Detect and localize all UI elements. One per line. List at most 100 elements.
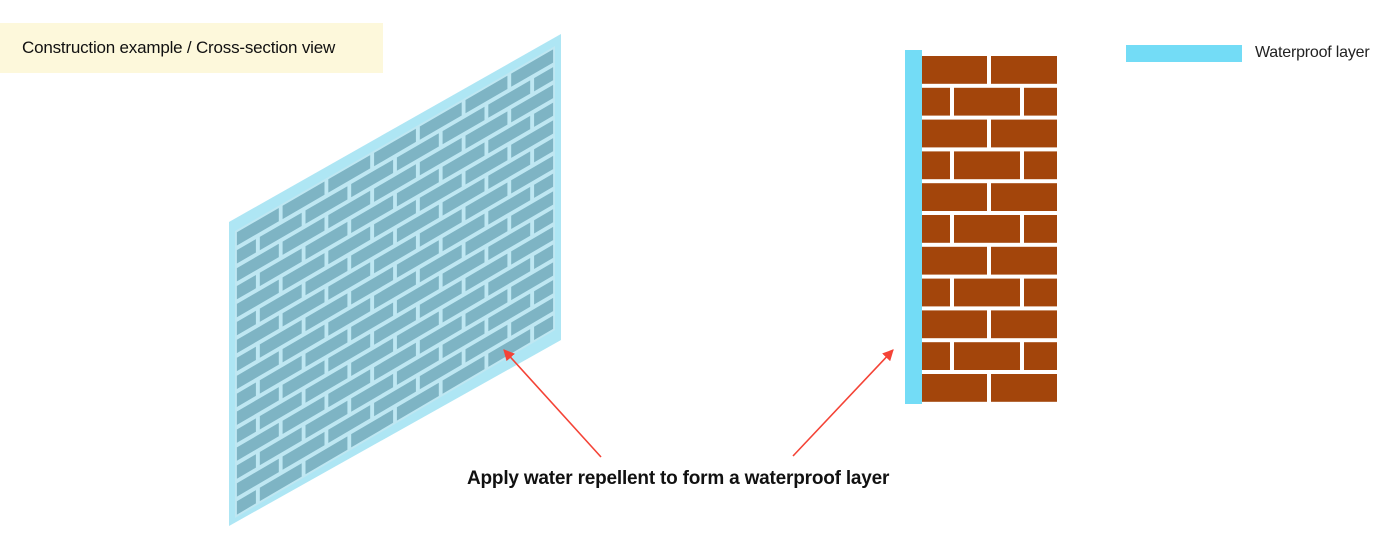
section-brick xyxy=(922,342,950,370)
section-brick xyxy=(954,215,1020,243)
section-brick xyxy=(1024,151,1057,180)
wall-brick xyxy=(511,262,554,301)
wall-brick-pattern xyxy=(236,49,554,515)
wall-brick xyxy=(396,275,439,314)
wall-brick xyxy=(259,212,302,251)
wall-brick xyxy=(511,297,554,336)
wall-brick xyxy=(282,431,325,470)
section-brick xyxy=(922,310,987,339)
wall-brick xyxy=(396,240,439,278)
wall-brick xyxy=(351,231,394,269)
wall-brick xyxy=(328,369,371,408)
wall-brick xyxy=(305,436,348,475)
wall-brick xyxy=(465,111,508,149)
wall-brick xyxy=(396,382,439,421)
wall-brick xyxy=(534,315,554,340)
wall-brick xyxy=(236,275,256,300)
wall-brick xyxy=(236,422,279,461)
wall-brick xyxy=(419,280,462,318)
section-brick xyxy=(991,374,1057,402)
wall-brick xyxy=(351,159,394,198)
wall-brick xyxy=(259,391,302,430)
section-brick xyxy=(991,310,1057,339)
wall-brick xyxy=(374,200,416,238)
section-brick xyxy=(922,183,987,211)
wall-brick xyxy=(534,280,554,305)
waterproof-layer-strip xyxy=(905,50,922,404)
wall-brick xyxy=(488,329,531,367)
section-brick xyxy=(954,87,1020,116)
wall-brick xyxy=(396,133,439,171)
wall-brick xyxy=(534,209,554,234)
wall-brick xyxy=(328,226,371,265)
wall-brick xyxy=(511,84,554,123)
section-brick xyxy=(922,374,987,402)
wall-brick xyxy=(419,315,462,354)
wall-brick xyxy=(465,253,508,292)
wall-brick xyxy=(419,137,462,176)
section-brick xyxy=(922,246,987,275)
wall-brick xyxy=(419,209,462,247)
wall-brick xyxy=(236,418,256,443)
wall-brick xyxy=(488,293,531,332)
wall-brick xyxy=(236,346,256,372)
wall-brick xyxy=(328,190,371,229)
wall-brick xyxy=(488,80,531,118)
wall-brick xyxy=(374,164,416,202)
wall-brick xyxy=(236,239,256,264)
legend-swatch xyxy=(1126,44,1242,62)
wall-brick xyxy=(511,226,554,265)
wall-brick xyxy=(442,213,485,252)
wall-brick xyxy=(328,298,371,336)
wall-brick xyxy=(465,75,508,114)
wall-brick xyxy=(282,217,325,255)
wall-brick xyxy=(465,146,508,185)
wall-brick xyxy=(534,138,554,163)
wall-brick xyxy=(374,128,416,167)
wall-brick xyxy=(374,271,416,309)
section-brick xyxy=(922,56,987,84)
legend: Waterproof layer xyxy=(1126,42,1370,64)
wall-brick xyxy=(236,387,279,425)
wall-brick xyxy=(442,284,485,323)
wall-brick xyxy=(351,195,394,233)
wall-brick xyxy=(488,151,531,189)
wall-brick xyxy=(328,405,371,443)
wall-brick xyxy=(259,355,302,394)
section-brick xyxy=(1024,215,1057,243)
wall-brick xyxy=(396,347,439,385)
wall-brick xyxy=(351,338,394,376)
section-brick xyxy=(922,151,950,180)
wall-brick xyxy=(259,248,302,287)
section-brick xyxy=(1024,87,1057,116)
wall-brick xyxy=(259,463,302,502)
wall-brick xyxy=(488,186,531,225)
wall-brick xyxy=(328,262,371,300)
wall-brick xyxy=(259,320,302,358)
wall-brick xyxy=(305,221,348,260)
cross-section-illustration xyxy=(905,50,1059,404)
waterproof-film-overlay xyxy=(229,34,561,526)
wall-brick xyxy=(305,257,348,296)
wall-brick xyxy=(442,106,485,145)
coated-wall-illustration xyxy=(229,34,561,526)
arrow-to-wall xyxy=(503,349,602,458)
wall-brick xyxy=(236,490,256,515)
wall-brick xyxy=(236,351,279,389)
wall-brick xyxy=(419,244,462,283)
brick-wall-face xyxy=(235,46,555,518)
wall-brick xyxy=(374,235,416,274)
section-brick xyxy=(991,56,1057,84)
wall-brick xyxy=(236,382,256,407)
wall-brick xyxy=(419,173,462,211)
arrow-to-section xyxy=(792,349,894,457)
wall-brick xyxy=(305,364,348,403)
wall-brick xyxy=(351,409,394,448)
section-brick xyxy=(991,119,1057,148)
wall-brick xyxy=(305,400,348,439)
wall-brick xyxy=(442,249,485,287)
wall-brick xyxy=(442,320,485,359)
wall-brick xyxy=(465,289,508,327)
wall-brick xyxy=(259,284,302,322)
wall-brick xyxy=(396,311,439,350)
